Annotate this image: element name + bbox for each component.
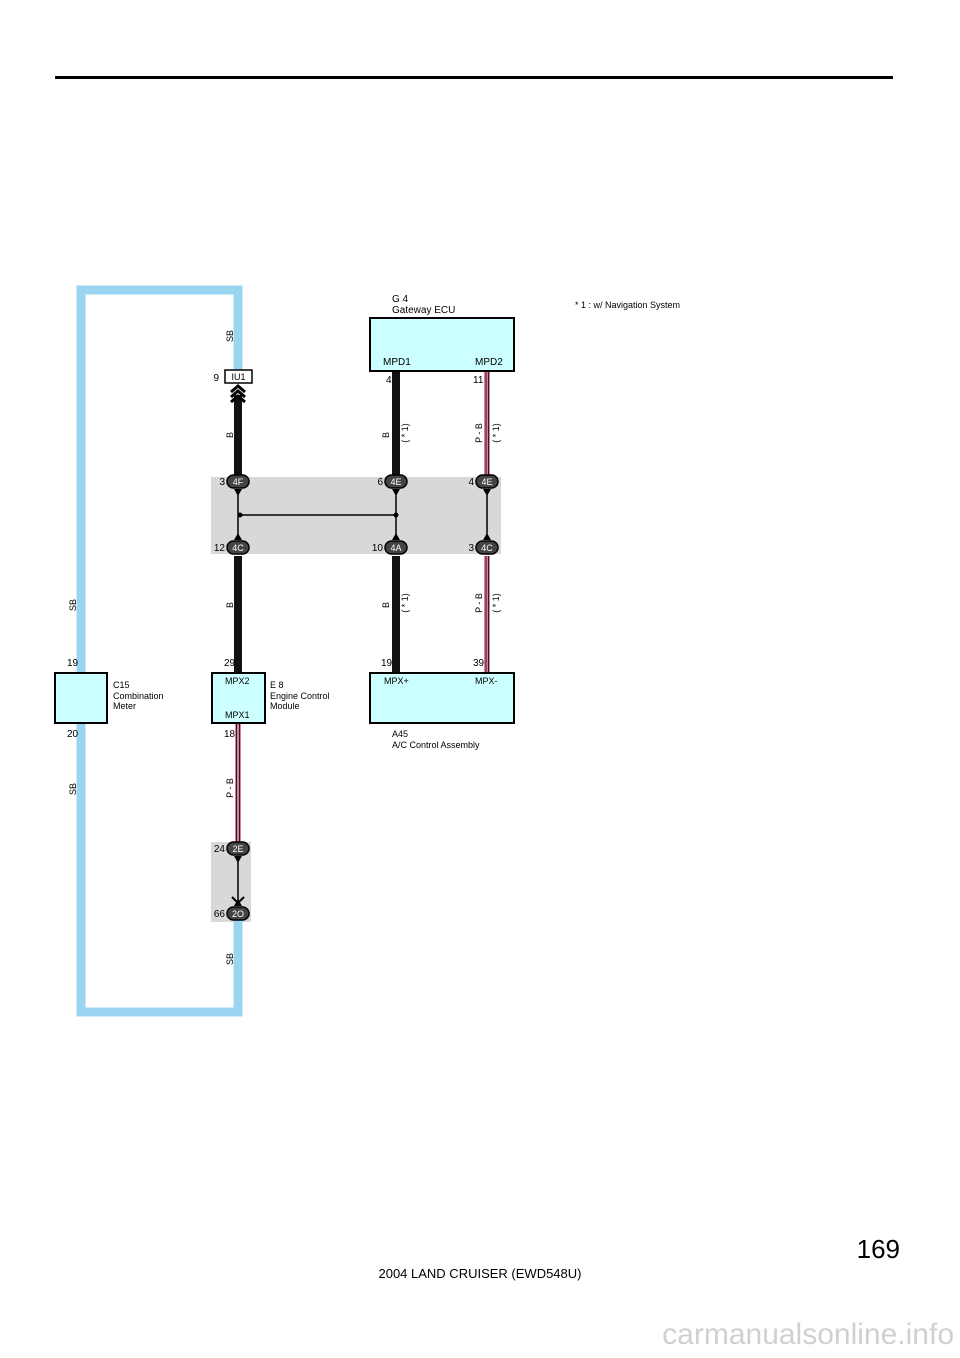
connector-4c-right-label: 4C: [481, 543, 493, 553]
gateway-name: Gateway ECU: [392, 305, 455, 316]
connector-4a-pin: 10: [372, 543, 384, 554]
connector-2o-pin: 66: [214, 909, 226, 920]
connector-4c-left: [226, 540, 250, 555]
connector-iu1-label: IU1: [231, 372, 245, 382]
wire-label-star-2: ( * 1): [400, 593, 410, 613]
ac-code: A45: [392, 729, 408, 739]
note-navigation: * 1 : w/ Navigation System: [575, 300, 680, 310]
gateway-num-4: 4: [386, 375, 392, 386]
connector-4f-label: 4F: [233, 477, 244, 487]
connector-4f-pin: 3: [219, 477, 225, 488]
gateway-code: G 4: [392, 294, 409, 305]
connector-4f: [226, 474, 250, 489]
gateway-num-11: 11: [473, 375, 484, 386]
page-number: 169: [856, 1234, 900, 1264]
connector-2e: [226, 841, 250, 856]
ecu-name2: Module: [270, 701, 300, 711]
connector-2o: [226, 906, 250, 921]
splice-dot-left: [237, 512, 243, 518]
connector-4c-left-label: 4C: [232, 543, 244, 553]
connector-4a-label: 4A: [390, 543, 401, 553]
wire-label-b-3: B: [381, 432, 391, 438]
ecu-num-18: 18: [224, 729, 236, 740]
gateway-ecu-box: [369, 317, 515, 372]
wire-label-b-1: B: [225, 432, 235, 438]
wire-label-b-2: B: [225, 602, 235, 608]
ac-num-39: 39: [473, 658, 485, 669]
connector-4c-left-pin: 12: [214, 543, 226, 554]
ac-pin-mpxplus: MPX+: [384, 676, 409, 686]
gateway-pin-mpd2: MPD2: [475, 357, 503, 368]
connector-2e-label: 2E: [232, 844, 243, 854]
connector-4a: [384, 540, 408, 555]
combination-meter-box: [54, 672, 108, 724]
splice-dot-mid: [393, 512, 399, 518]
ecu-num-29: 29: [224, 658, 236, 669]
ecu-name1: Engine Control: [270, 691, 330, 701]
meter-name2: Meter: [113, 701, 136, 711]
wire-label-star-3: ( * 1): [491, 423, 501, 443]
wire-label-b-4: B: [381, 602, 391, 608]
ac-control-box: [369, 672, 515, 724]
connector-2o-label: 2O: [232, 909, 244, 919]
watermark: carmanualsonline.info: [662, 1318, 954, 1351]
chevron-stack-iu1: [230, 384, 246, 404]
connector-4e-right: [475, 474, 499, 489]
connector-4c-right: [475, 540, 499, 555]
top-rule: [55, 76, 893, 79]
wire-label-sb-bottom: SB: [225, 953, 235, 965]
ac-num-19: 19: [381, 658, 393, 669]
ecu-code: E 8: [270, 680, 284, 690]
wire-label-star-1: ( * 1): [400, 423, 410, 443]
connector-4e-right-label: 4E: [481, 477, 492, 487]
gateway-pin-mpd1: MPD1: [383, 357, 411, 368]
connector-4e-right-pin: 4: [468, 477, 474, 488]
connector-4c-right-pin: 3: [468, 543, 474, 554]
connector-4e-mid-pin: 6: [377, 477, 383, 488]
connector-iu1: [224, 369, 253, 384]
meter-name1: Combination: [113, 691, 164, 701]
ac-name: A/C Control Assembly: [392, 740, 480, 750]
engine-ecu-box: [211, 672, 266, 724]
connector-4e-mid-label: 4E: [390, 477, 401, 487]
wire-label-sb-left-lower: SB: [68, 783, 78, 795]
ecu-pin-mpx2: MPX2: [225, 676, 250, 686]
chevron-2o: [231, 896, 245, 905]
ac-pin-mpxminus: MPX-: [475, 676, 498, 686]
oval-connectors: 4F 3 4E 6 4E 4 4C 12 4A 10 4C 3 2E 24 2O…: [214, 474, 499, 921]
connector-2e-pin: 24: [214, 844, 226, 855]
wire-labels: SB SB SB SB B B B ( * 1) B ( * 1) P - B …: [68, 330, 501, 965]
wire-label-sb-top: SB: [225, 330, 235, 342]
connector-iu1-pin: 9: [213, 373, 219, 384]
wire-label-pb-2: P - B: [474, 593, 484, 613]
footer-title: 2004 LAND CRUISER (EWD548U): [378, 1266, 582, 1281]
wire-label-sb-left-upper: SB: [68, 599, 78, 611]
meter-num-20: 20: [67, 729, 79, 740]
wire-label-star-4: ( * 1): [491, 593, 501, 613]
ecu-pin-mpx1: MPX1: [225, 710, 250, 720]
connector-4e-mid: [384, 474, 408, 489]
meter-num-19: 19: [67, 658, 79, 669]
sb-wire-loop: [76, 285, 243, 1017]
meter-code: C15: [113, 680, 130, 690]
wire-label-pb-3: P - B: [225, 778, 235, 798]
wire-label-pb-1: P - B: [474, 423, 484, 443]
